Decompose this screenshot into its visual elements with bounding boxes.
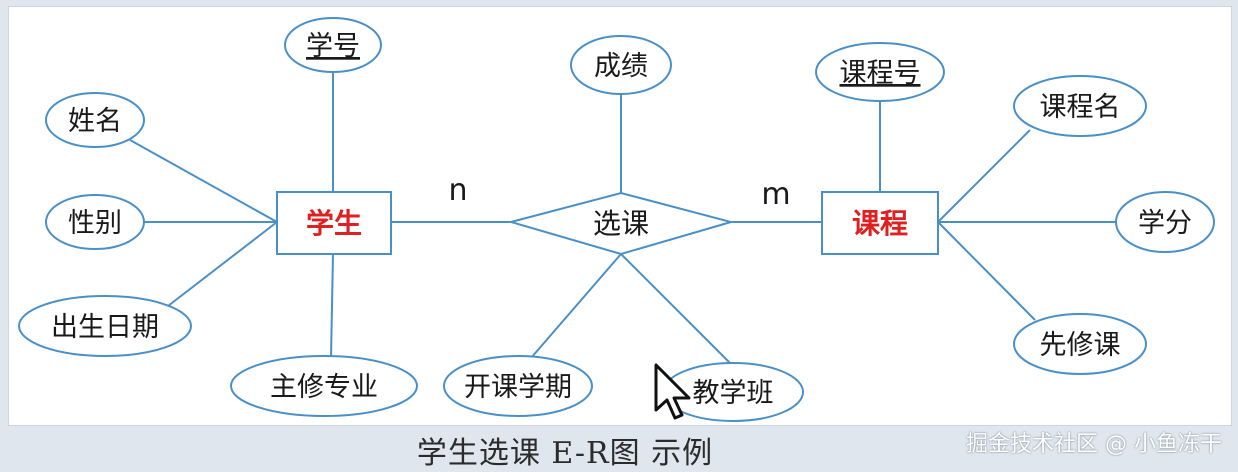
attribute-semester: 开课学期 [443, 355, 593, 417]
attribute-birthdate: 出生日期 [18, 295, 192, 357]
mouse-pointer-icon [654, 363, 691, 420]
line-course-course-name [937, 129, 1031, 223]
entity-student: 学生 [276, 191, 392, 255]
attribute-semester-label: 开课学期 [464, 372, 572, 403]
watermark: 掘金技术社区 @ 小鱼冻干 [966, 432, 1222, 457]
entity-course: 课程 [821, 191, 939, 255]
attribute-class: 教学班 [662, 362, 804, 422]
entity-student-label: 学生 [306, 207, 362, 240]
line-enroll-class [620, 253, 732, 365]
connector-lines [129, 71, 1117, 365]
relationship-enroll: 选课 [507, 191, 735, 256]
line-student-birthdate [167, 221, 278, 307]
attribute-gender-label: 性别 [68, 208, 122, 239]
entity-course-label: 课程 [852, 207, 908, 240]
attribute-student-id-label: 学号 [306, 31, 360, 62]
attribute-score-label: 成绩 [594, 51, 648, 82]
attribute-birthdate-label: 出生日期 [51, 312, 159, 343]
relationship-enroll-label: 选课 [593, 207, 649, 240]
attribute-name-label: 姓名 [68, 106, 122, 137]
line-student-major [330, 253, 334, 359]
attribute-prereq-label: 先修课 [1040, 330, 1121, 361]
attribute-class-label: 教学班 [693, 378, 774, 409]
attribute-credit: 学分 [1115, 191, 1215, 253]
line-enroll-semester [530, 253, 622, 359]
attribute-course-id: 课程号 [815, 42, 945, 102]
diagram-caption: 学生选课 E-R图 示例 [416, 436, 714, 471]
cardinality-right: m [761, 177, 790, 212]
attribute-student-id: 学号 [284, 17, 382, 73]
attribute-major: 主修专业 [230, 355, 418, 417]
line-course-prereq [937, 221, 1036, 321]
line-student-name [129, 139, 278, 223]
attribute-course-id-label: 课程号 [840, 58, 921, 89]
attribute-major-label: 主修专业 [270, 372, 378, 403]
attribute-gender: 性别 [45, 194, 145, 250]
attribute-course-name: 课程名 [1013, 75, 1147, 137]
attribute-prereq: 先修课 [1013, 313, 1147, 375]
attribute-name: 姓名 [45, 92, 145, 148]
attribute-credit-label: 学分 [1138, 208, 1192, 239]
attribute-score: 成绩 [570, 35, 672, 95]
attribute-course-name-label: 课程名 [1040, 92, 1121, 123]
cardinality-left: n [448, 173, 467, 208]
